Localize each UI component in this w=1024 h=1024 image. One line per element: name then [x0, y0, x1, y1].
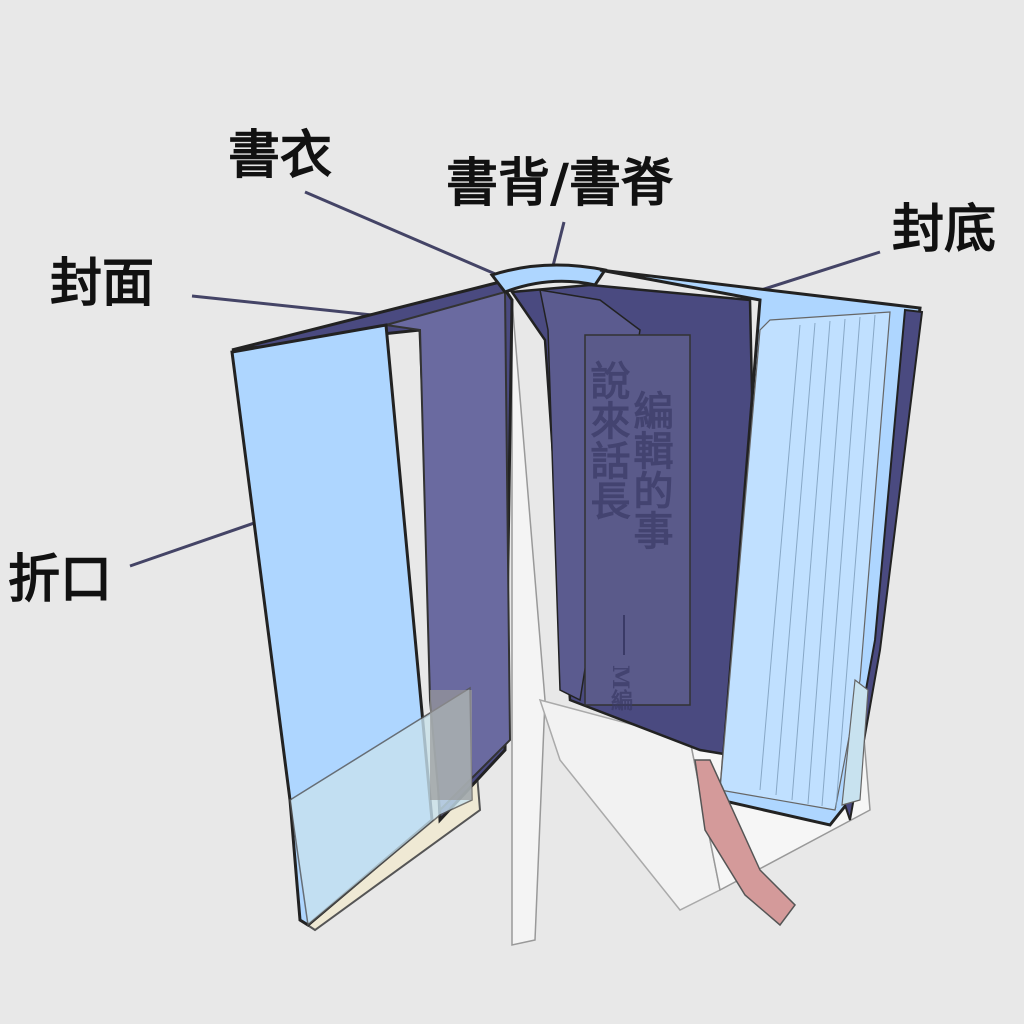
cover-title-col1: 編輯的事 — [627, 390, 674, 550]
label-spine: 書背/書脊 — [446, 153, 673, 214]
label-book-jacket: 書衣 — [228, 125, 333, 186]
leader-line-shuyi — [304, 190, 501, 278]
label-back-cover: 封底 — [892, 199, 997, 260]
leader-line-fengmian — [191, 294, 373, 317]
spine-top — [489, 263, 608, 294]
page-fan-left — [511, 299, 546, 946]
leader-line-fengdi — [754, 250, 881, 294]
page-lines — [759, 314, 876, 809]
flap-shadow — [430, 690, 472, 800]
label-front-cover: 封面 — [50, 253, 155, 314]
cover-title-col2: 說來話長 — [584, 360, 631, 520]
ribbon-bookmark — [694, 759, 796, 927]
page-block-side — [719, 311, 891, 811]
back-cover-edge — [843, 308, 924, 821]
back-flap-bottom — [841, 678, 869, 806]
cover-title-panel — [584, 334, 691, 706]
cover-author: M編 — [607, 665, 633, 712]
label-flap: 折口 — [8, 549, 113, 610]
